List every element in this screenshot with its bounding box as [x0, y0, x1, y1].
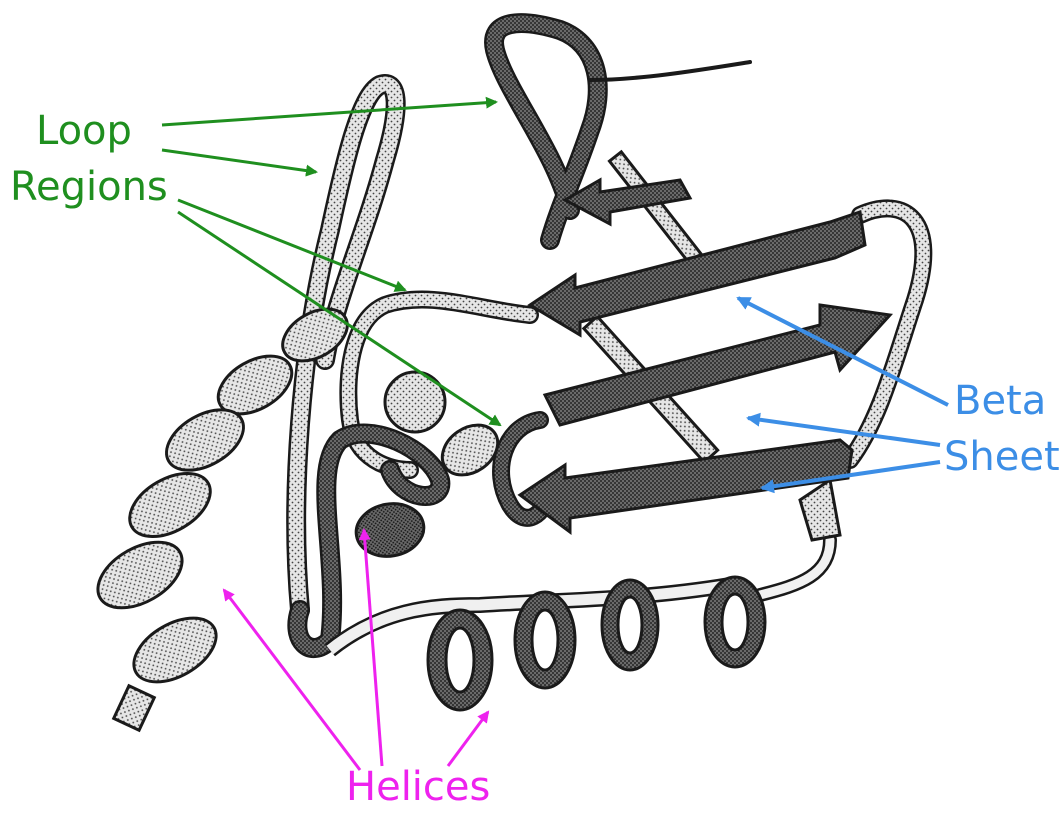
top-tail — [590, 62, 750, 80]
left-helix-end — [114, 686, 155, 730]
helices-label: Helices — [346, 764, 490, 810]
beta-arrow-2 — [748, 418, 940, 445]
left-helix-turn-5 — [87, 529, 194, 622]
central-helix-turn-2 — [352, 498, 428, 561]
beta-strand-3 — [520, 440, 852, 532]
beta-strand-1 — [530, 212, 865, 335]
bottom-helix — [330, 577, 765, 710]
left-helix-turn-6 — [123, 605, 227, 695]
beta-sheet-label-line2: Sheet — [944, 434, 1060, 480]
loop-arrow-left — [162, 150, 316, 172]
beta-sheet-strands — [520, 212, 890, 540]
left-helix-turn-4 — [119, 460, 221, 549]
loop-regions-label-line2: Regions — [10, 164, 168, 210]
helix-arrow-central — [364, 530, 382, 766]
small-strand-right — [800, 480, 840, 540]
loop-regions-label-line1: Loop — [36, 108, 132, 154]
loop-arrow-top — [162, 102, 496, 125]
beta-sheet-label-line1: Beta — [954, 378, 1046, 424]
helix-arrow-bottom — [448, 712, 488, 766]
